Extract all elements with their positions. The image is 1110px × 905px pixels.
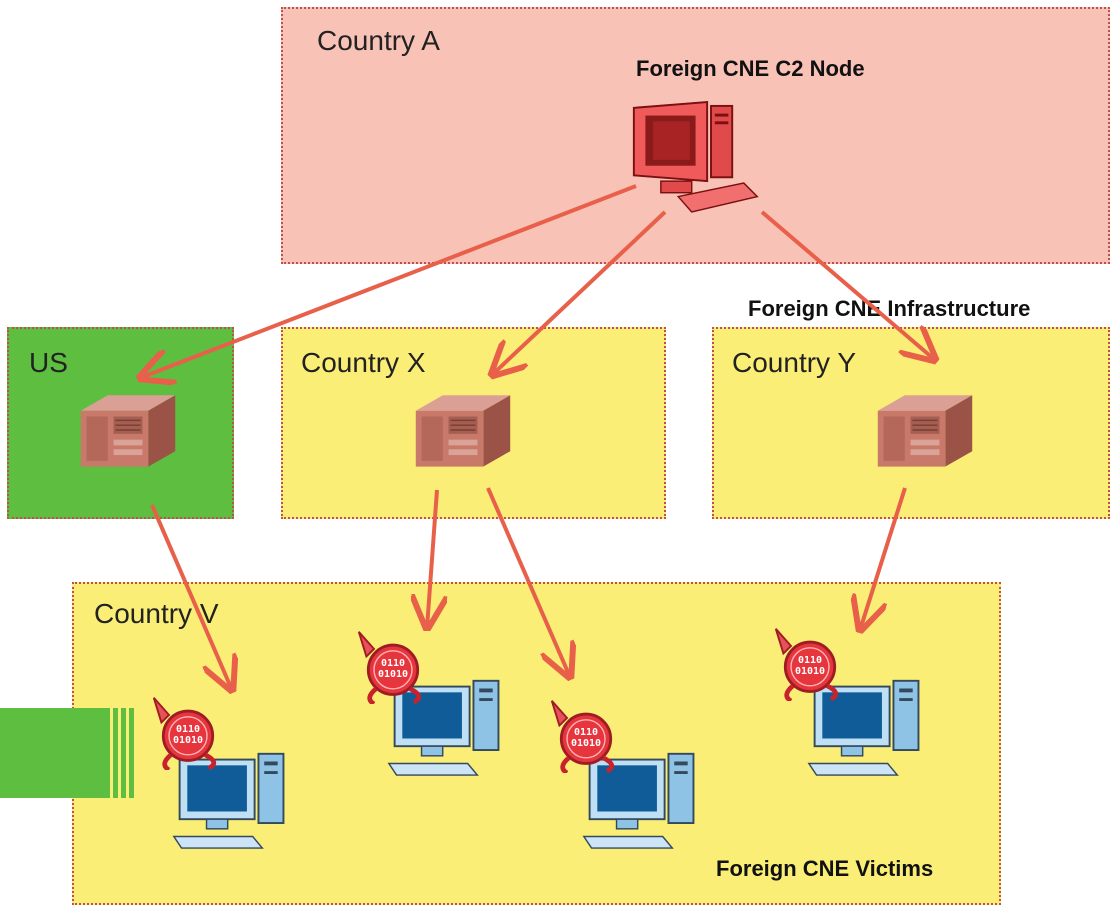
arrow-x-to-victim bbox=[486, 487, 570, 677]
arrow-c2-to-country-y bbox=[760, 210, 935, 360]
victims-label: Foreign CNE Victims bbox=[716, 856, 934, 881]
country-a-label: Country A bbox=[317, 25, 440, 56]
arrow-us-to-victim bbox=[150, 504, 232, 690]
arrow-c2-to-us bbox=[140, 184, 637, 378]
partial-green-box bbox=[0, 708, 110, 798]
partial-green-stripe bbox=[121, 708, 126, 798]
infrastructure-label: Foreign CNE Infrastructure bbox=[748, 296, 1031, 321]
us-label: US bbox=[29, 347, 68, 378]
arrow-c2-to-country-x bbox=[492, 210, 667, 375]
arrow-x-to-victim bbox=[427, 489, 437, 628]
partial-green-stripe bbox=[113, 708, 118, 798]
partial-green-stripe bbox=[129, 708, 134, 798]
country-x-label: Country X bbox=[301, 347, 426, 378]
country-y-label: Country Y bbox=[732, 347, 856, 378]
arrow-y-to-victim bbox=[860, 487, 907, 630]
c2-node-label: Foreign CNE C2 Node bbox=[636, 56, 865, 81]
